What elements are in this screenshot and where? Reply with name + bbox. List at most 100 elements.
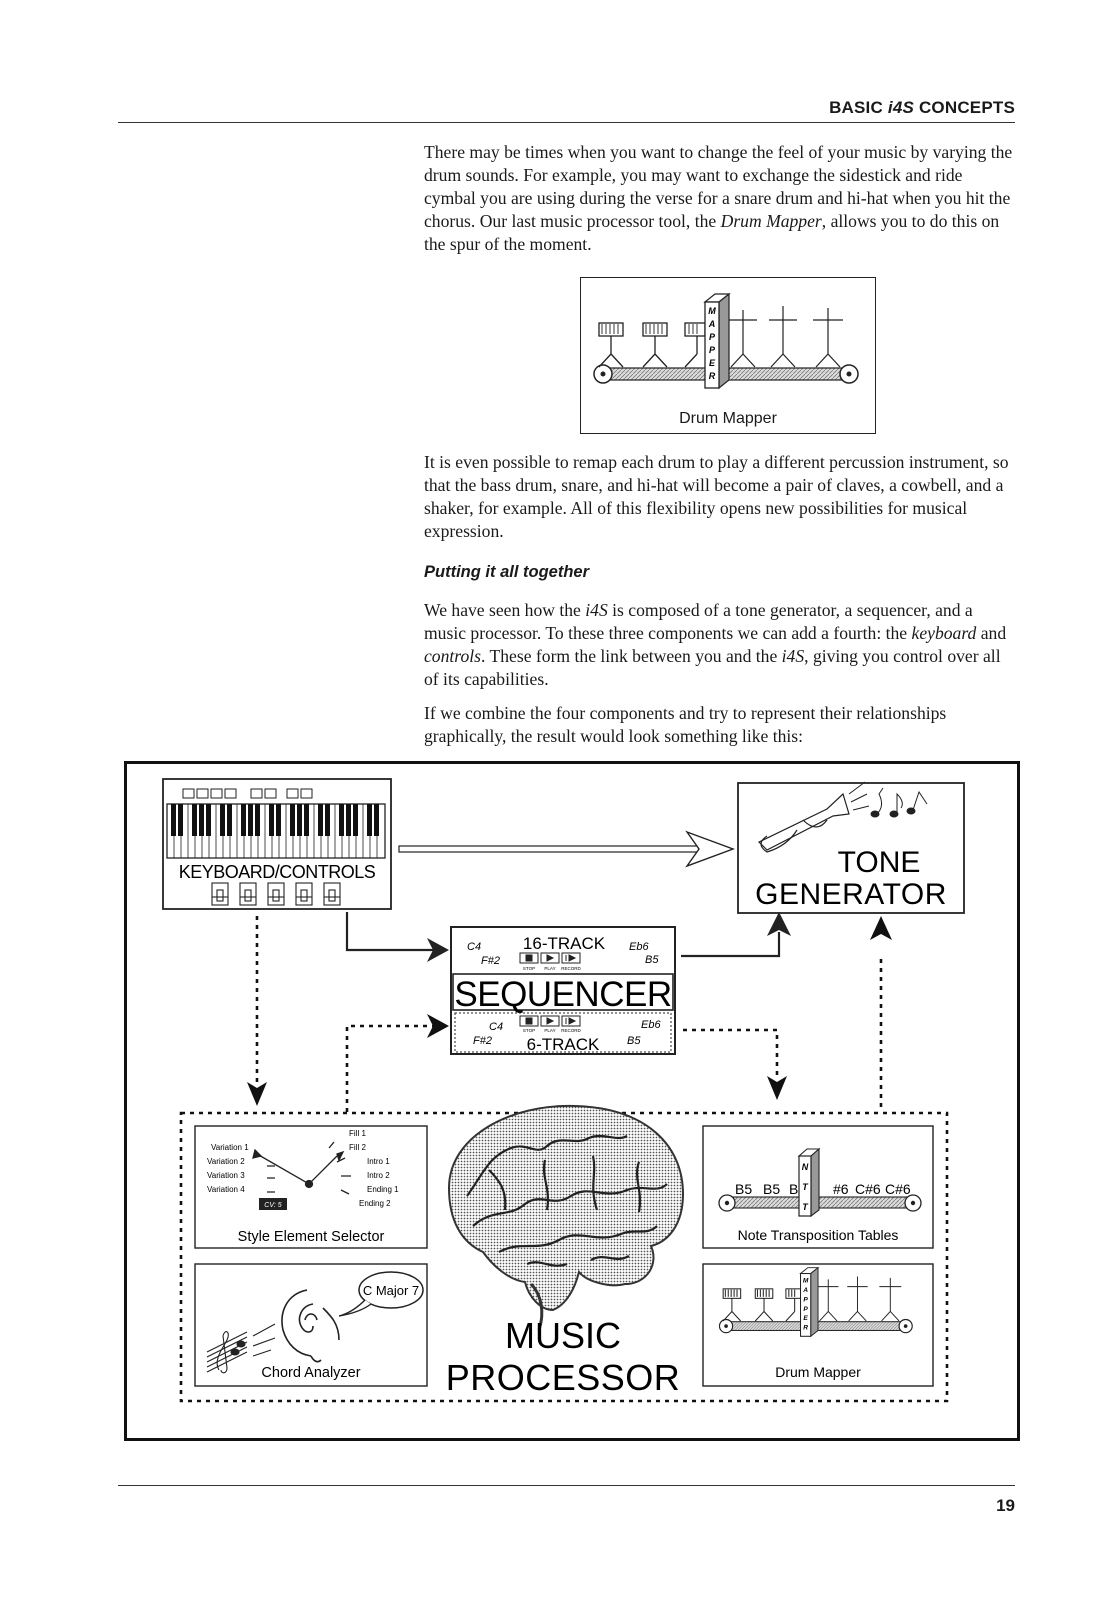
music-label: MUSIC xyxy=(505,1315,621,1356)
transport-label: RECORD xyxy=(561,966,581,971)
style-ending-label: Ending 1 xyxy=(367,1185,399,1194)
note-label: C4 xyxy=(489,1021,503,1033)
mapper-letter: R xyxy=(803,1325,808,1332)
arrow-head xyxy=(870,916,892,940)
arrow-head xyxy=(767,1076,787,1100)
mapper-letter-p1: P xyxy=(709,332,716,342)
generator-label: GENERATOR xyxy=(755,878,947,911)
note-label: B xyxy=(789,1181,798,1197)
arrow-head xyxy=(247,1082,267,1106)
footer-rule xyxy=(118,1485,1015,1486)
arrow-keyboard-to-sequencer xyxy=(345,912,449,962)
style-intro-label: Intro 1 xyxy=(367,1157,390,1166)
tone-label: TONE xyxy=(838,846,921,879)
piano-keys xyxy=(166,803,386,859)
cv-display-text: CV: 5 xyxy=(264,1202,281,1209)
style-selector-caption: Style Element Selector xyxy=(238,1229,385,1245)
music-notes-icon xyxy=(848,781,928,818)
slider-controls xyxy=(211,882,341,906)
ear-icon xyxy=(281,1289,340,1363)
chord-analyzer: C Major 7 Chord Analyzer xyxy=(194,1263,428,1387)
mapper-letter-e: E xyxy=(709,358,716,368)
note-label: C4 xyxy=(467,941,481,953)
style-ending-label: Ending 2 xyxy=(359,1199,391,1208)
sequencer-box: 16-TRACK C4 F#2 Eb6 B5 STOP PLAY RECORD … xyxy=(450,926,676,1055)
style-variation-label: Variation 1 xyxy=(211,1143,249,1152)
mapper-letter-r: R xyxy=(709,371,716,381)
style-variation-label: Variation 2 xyxy=(207,1157,245,1166)
note-label: #6 xyxy=(833,1181,849,1197)
note-label: F#2 xyxy=(473,1035,492,1047)
mapper-letter-p2: P xyxy=(709,345,716,355)
mapper-letter: A xyxy=(802,1287,808,1294)
drum-icon xyxy=(642,322,668,368)
chord-bubble-text: C Major 7 xyxy=(363,1283,419,1298)
note-label: Eb6 xyxy=(641,1019,661,1031)
tone-generator-box: TONE GENERATOR xyxy=(737,781,965,914)
section-subheading: Putting it all together xyxy=(424,563,589,581)
note-label: B5 xyxy=(735,1181,752,1197)
style-fill-label: Fill 2 xyxy=(349,1143,366,1152)
running-header: BASIC i4S CONCEPTS xyxy=(829,98,1015,117)
note-transposition-tables: B5 B5 B #6 C#6 C#6 N T T Note Transposit… xyxy=(702,1125,934,1249)
mapper-letter: M xyxy=(803,1277,809,1284)
header-rule xyxy=(118,122,1015,123)
note-label: Eb6 xyxy=(629,941,649,953)
arrow-keyboard-to-tone xyxy=(398,830,736,868)
paragraph-remap: It is even possible to remap each drum t… xyxy=(424,452,1009,541)
transposer-tower: N T T xyxy=(797,1147,821,1218)
sequencer-16-track: 16-TRACK xyxy=(523,934,606,953)
drum-icon xyxy=(598,322,624,368)
transport-label: PLAY xyxy=(544,1028,555,1033)
cymbal-icon xyxy=(769,306,797,368)
mapper-letter: P xyxy=(803,1306,808,1313)
arrow-head xyxy=(427,1014,449,1038)
brain-icon xyxy=(447,1104,685,1331)
note-label: B5 xyxy=(645,954,659,966)
drum-icon xyxy=(684,322,706,368)
arrow-sequencer-to-tone xyxy=(681,912,791,958)
drum-mapper-figure: M A P P E R Drum Mapper xyxy=(580,277,876,434)
transport-label: STOP xyxy=(523,1028,535,1033)
note-label: B5 xyxy=(763,1181,780,1197)
cv-display xyxy=(259,1198,287,1210)
cymbal-icon xyxy=(813,308,843,368)
mapper-letter: E xyxy=(803,1315,808,1322)
system-diagram-svg: KEYBOARD/CONTROLS xyxy=(162,778,965,1403)
note-label: C#6 xyxy=(885,1181,911,1197)
sequencer-title: SEQUENCER xyxy=(454,975,671,1014)
drum-mapper-small-caption: Drum Mapper xyxy=(775,1364,861,1380)
keyboard-controls-label: KEYBOARD/CONTROLS xyxy=(179,862,376,882)
style-intro-label: Intro 2 xyxy=(367,1171,390,1180)
mapper-tower: M A P P E R xyxy=(703,292,731,390)
note-label: F#2 xyxy=(481,955,500,967)
dashed-connectors xyxy=(255,916,883,1112)
paragraph-drum-sounds: There may be times when you want to chan… xyxy=(424,142,1013,254)
style-element-selector: Variation 1 Variation 2 Variation 3 Vari… xyxy=(194,1125,428,1249)
music-processor-frame xyxy=(179,1111,949,1403)
style-fill-label: Fill 1 xyxy=(349,1129,366,1138)
system-diagram: KEYBOARD/CONTROLS xyxy=(124,761,1020,1441)
style-variation-label: Variation 3 xyxy=(207,1171,245,1180)
transport-buttons-lower xyxy=(519,1015,581,1027)
processor-label: PROCESSOR xyxy=(446,1357,681,1398)
transposer-letter: T xyxy=(802,1182,809,1192)
paragraph-components: We have seen how the i4S is composed of … xyxy=(424,600,1007,689)
control-buttons xyxy=(182,788,313,799)
transport-buttons xyxy=(519,952,581,964)
mapper-letter-a: A xyxy=(708,319,716,329)
transport-label: STOP xyxy=(523,966,535,971)
style-variation-label: Variation 4 xyxy=(207,1185,245,1194)
note-transposition-caption: Note Transposition Tables xyxy=(738,1227,899,1243)
selector-dial-icon xyxy=(252,1141,351,1195)
keyboard-controls-box: KEYBOARD/CONTROLS xyxy=(162,778,392,910)
transport-label: RECORD xyxy=(561,1028,581,1033)
paragraph-graphic-intro: If we combine the four components and tr… xyxy=(424,703,947,746)
transposer-letter: N xyxy=(802,1162,809,1172)
note-label: B5 xyxy=(627,1035,641,1047)
music-staff-icon xyxy=(206,1323,276,1374)
transport-label: PLAY xyxy=(544,966,555,971)
mapper-letter: P xyxy=(803,1296,808,1303)
figure-caption: Drum Mapper xyxy=(679,410,777,427)
drum-mapper-small: M A P P E R Drum Mapper xyxy=(702,1263,934,1387)
